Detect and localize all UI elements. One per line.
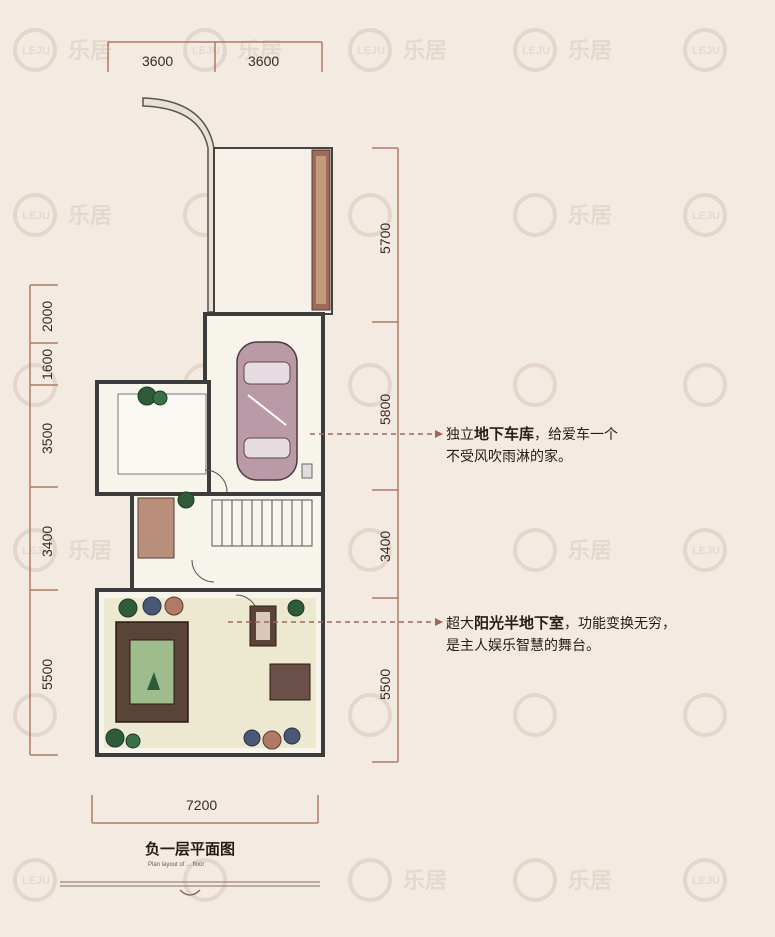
plant-icon (105, 386, 305, 749)
watermark-text: 乐居 (403, 868, 447, 893)
dim-bottom-1: 7200 (186, 797, 217, 813)
driveway-ramp (142, 97, 333, 315)
title-ornament (60, 881, 320, 896)
watermark-layer: 乐居 乐居 乐居 乐居 乐居 乐居 乐居 乐居 乐居 乐居 LEJU LEJU … (13, 28, 727, 902)
watermark-text: 乐居 (68, 538, 112, 563)
dim-left-1: 2000 (39, 301, 55, 332)
watermark-logo-text: LEJU (522, 45, 550, 57)
watermark-logo-text: LEJU (22, 45, 50, 57)
watermark-text: 乐居 (568, 538, 612, 563)
dimension-labels: 3600 3600 7200 2000 1600 3500 3400 5500 … (39, 53, 393, 813)
annotation-basement-line1: 超大阳光半地下室，功能变换无穷， (446, 612, 676, 635)
dim-right-3: 3400 (377, 531, 393, 562)
dim-left-5: 5500 (39, 659, 55, 690)
watermark-text: 乐居 (68, 38, 112, 63)
annotation-basement-line2: 是主人娱乐智慧的舞台。 (446, 638, 600, 654)
annotation-garage-line1: 独立地下车库，给爱车一个 (446, 423, 618, 446)
staircase (211, 499, 313, 547)
watermark-logo-text: LEJU (692, 545, 720, 557)
utility-box (301, 463, 313, 479)
dim-right-2: 5800 (377, 394, 393, 425)
watermark-text: 乐居 (568, 203, 612, 228)
watermark-text: 乐居 (568, 868, 612, 893)
plan-title: 负一层平面图 (145, 840, 236, 858)
watermark-logo-text: LEJU (692, 210, 720, 222)
dim-left-3: 3500 (39, 423, 55, 454)
annotation-text: 超大 (446, 616, 474, 632)
watermark-text: 乐居 (568, 38, 612, 63)
annotation-garage: 独立地下车库，给爱车一个 不受风吹雨淋的家。 (446, 423, 618, 468)
watermark-logo-text: LEJU (692, 875, 720, 887)
annotation-highlight: 阳光半地下室 (474, 614, 565, 632)
leader-arrow-icon (435, 430, 443, 438)
watermark-logo-text: LEJU (692, 45, 720, 57)
annotation-highlight: 地下车库 (474, 425, 535, 443)
watermark-logo-text: LEJU (22, 875, 50, 887)
car-icon (236, 341, 298, 481)
watermark-logo-text: LEJU (357, 45, 385, 57)
watermark-logo-text: LEJU (22, 210, 50, 222)
watermark-logo-text: LEJU (22, 545, 50, 557)
watermark-logo-text: LEJU (192, 45, 220, 57)
dim-top-2: 3600 (248, 53, 279, 69)
lounge-furniture (115, 596, 311, 750)
leader-arrow-icon (435, 618, 443, 626)
watermark-text: 乐居 (68, 203, 112, 228)
dim-right-1: 5700 (377, 223, 393, 254)
annotation-basement: 超大阳光半地下室，功能变换无穷， 是主人娱乐智慧的舞台。 (446, 612, 676, 657)
annotation-text: 独立 (446, 427, 474, 443)
annotation-text: ，功能变换无穷， (564, 616, 677, 632)
plan-subtitle: Plan layout of ... floor (148, 862, 205, 868)
watermark-text: 乐居 (403, 38, 447, 63)
annotation-text: ，给爱车一个 (534, 427, 619, 443)
leader-lines (228, 433, 435, 623)
dim-left-4: 3400 (39, 526, 55, 557)
dim-top-1: 3600 (142, 53, 173, 69)
dim-left-2: 1600 (39, 349, 55, 380)
annotation-garage-line2: 不受风吹雨淋的家。 (446, 449, 572, 465)
dimension-lines (29, 41, 399, 824)
dim-right-4: 5500 (377, 669, 393, 700)
